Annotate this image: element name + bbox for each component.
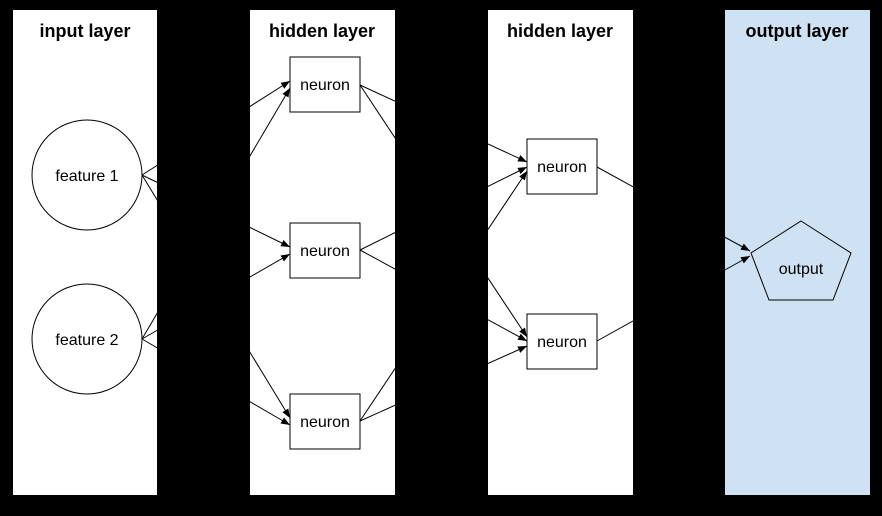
hidden1-neuron-3-label: neuron [300,414,350,431]
connection-line [141,174,291,248]
connections-input-to-hidden1 [141,80,291,426]
output-label: output [779,261,824,278]
hidden1-neuron-1-label: neuron [300,77,350,94]
input-layer-title: input layer [39,21,130,41]
hidden2-neuron-1-box [526,138,598,195]
hidden2-neuron-2-label: neuron [537,334,587,351]
output-layer-title: output layer [745,21,848,41]
feature-1-circle [31,119,143,231]
hidden2-neuron-2-box [526,313,598,370]
connection-line [596,255,751,342]
hidden1-neuron-3-box [289,393,361,450]
connection-line [141,87,291,340]
connection-line [141,80,291,176]
connections-hidden1-to-hidden2 [359,84,528,422]
hidden-layer-1-title: hidden layer [269,21,375,41]
connection-line [359,84,528,338]
hidden2-neuron-1-label: neuron [537,159,587,176]
hidden1-neuron-2-box [289,222,361,279]
connection-line [359,84,528,163]
connection-line [359,170,528,422]
output-pentagon [750,220,852,301]
hidden1-neuron-2-label: neuron [300,243,350,260]
feature-2-label: feature 2 [55,332,118,349]
hidden1-neuron-1-box [289,56,361,113]
connection-line [596,166,751,252]
hidden-layer-2-panel [488,10,633,495]
connection-line [141,338,291,426]
hidden-layer-2-title: hidden layer [507,21,613,41]
connection-line [359,345,528,422]
feature-2-circle [31,283,143,395]
connections-hidden2-to-output [596,166,751,342]
connection-line [141,253,291,340]
connection-line [359,166,528,251]
feature-1-label: feature 1 [55,168,118,185]
input-layer-panel [13,10,157,495]
